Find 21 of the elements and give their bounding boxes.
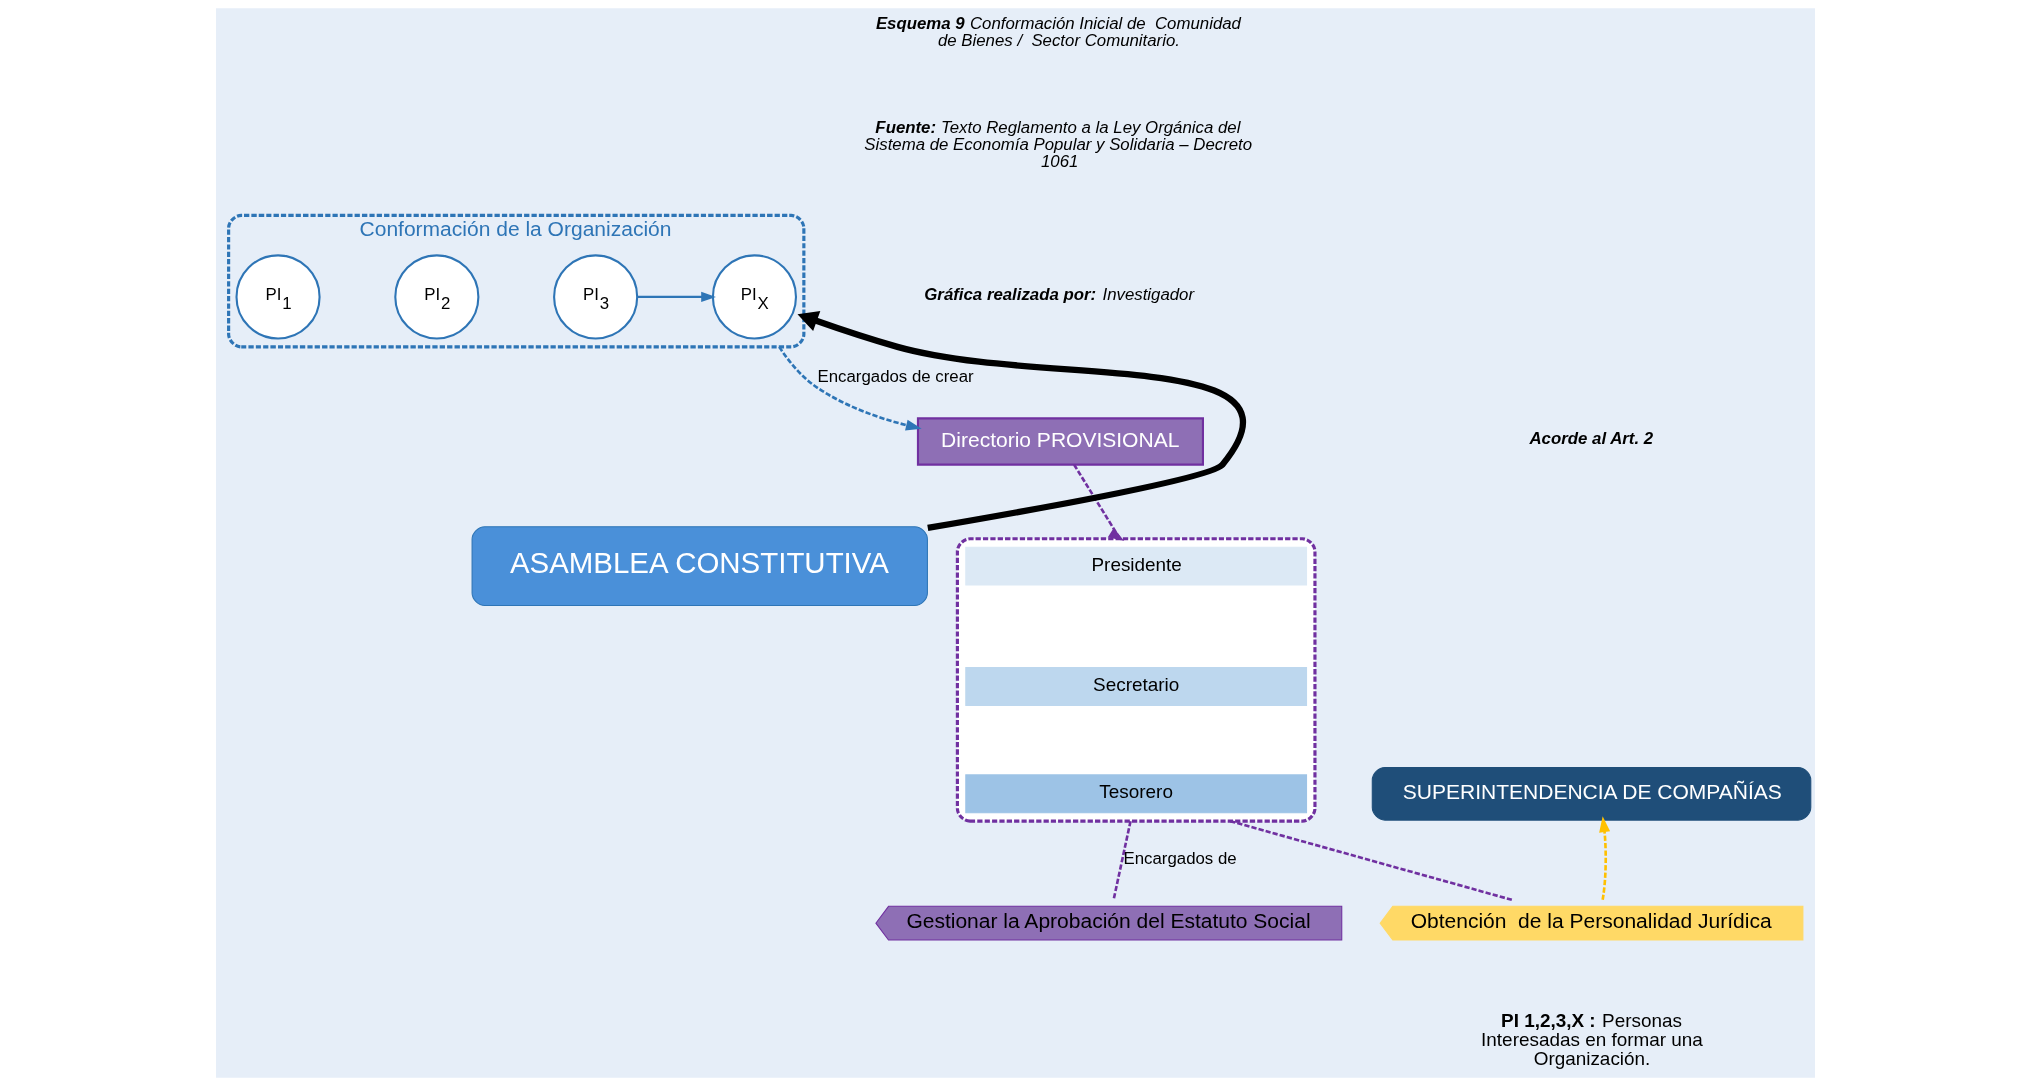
- arrow: [1073, 464, 1125, 541]
- label: Gráfica realizada por: Investigador: [924, 284, 1195, 304]
- arrow: [797, 310, 1246, 532]
- label: Fuente: Texto Reglamento a la Ley Orgánica del Sistema de Economía Popular y Solidaria – Decreto 1061: [864, 118, 1253, 171]
- node-box: Secretario: [965, 667, 1308, 706]
- cluster: [955, 537, 1317, 823]
- connector: [1229, 819, 1513, 902]
- arrow: [637, 291, 716, 303]
- connector: [1112, 820, 1132, 901]
- node-box: SUPERINTENDENCIA DE COMPAÑÍAS: [1371, 767, 1812, 821]
- edge-label: Encargados de crear: [817, 367, 974, 387]
- arrow: [1599, 816, 1611, 900]
- label: Acorde al Art. 2: [1529, 429, 1654, 449]
- label: PI 1,2,3,X : Personas Interesadas en formar una Organización.: [1481, 1009, 1703, 1069]
- node-box: ASAMBLEA CONSTITUTIVA: [471, 526, 928, 607]
- node-box: Tesorero: [965, 774, 1308, 814]
- label: Esquema 9 Conformación Inicial de Comunidad de Bienes / Sector Comunitario.: [875, 14, 1241, 50]
- edge-label: Encargados de: [1123, 849, 1237, 869]
- node-box: Directorio PROVISIONAL: [916, 417, 1204, 466]
- arrow: [778, 346, 922, 431]
- node-box: Presidente: [965, 546, 1308, 586]
